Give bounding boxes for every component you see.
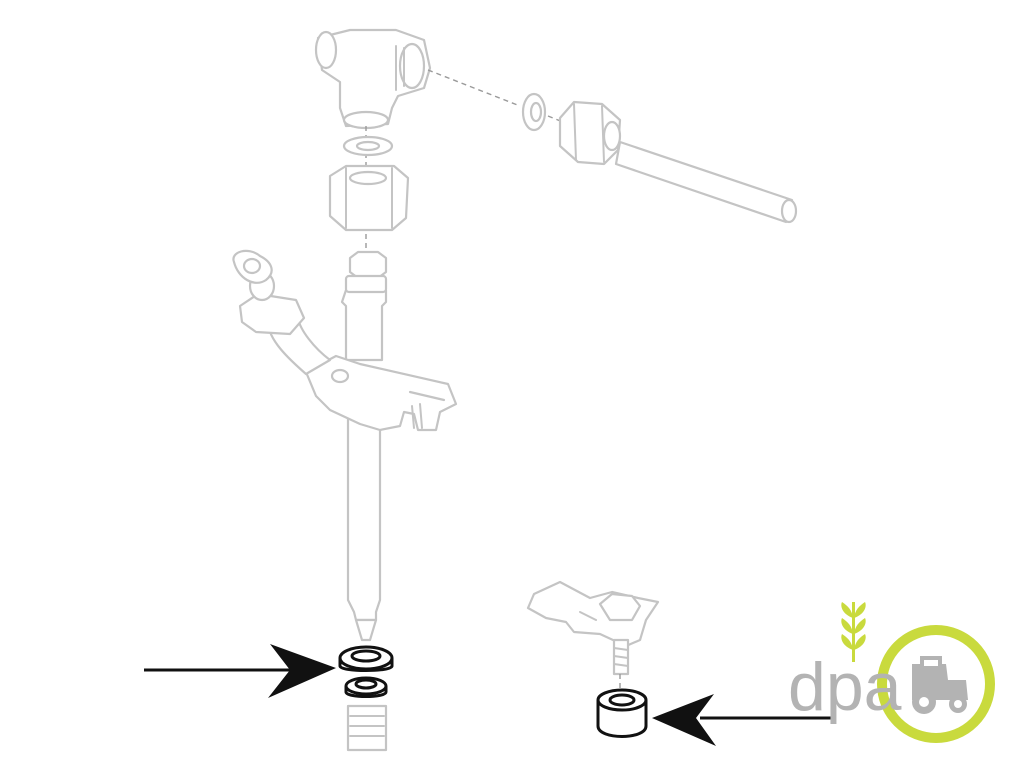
leader-line-tee-pipe xyxy=(427,69,521,107)
logo-wheel-ring xyxy=(877,625,995,743)
wheat-icon xyxy=(841,602,866,662)
leak-off-pipe xyxy=(232,249,332,376)
pipe-nut xyxy=(558,100,622,166)
small-hex-nut xyxy=(348,250,388,280)
sealing-washer-top xyxy=(342,135,394,157)
highlighted-sleeve xyxy=(596,688,648,738)
mounting-clamp xyxy=(526,580,660,648)
nozzle-seal-washer-upper xyxy=(338,645,394,672)
injector-body xyxy=(340,274,388,642)
logo-text: dpa xyxy=(788,649,902,725)
clamp-stud xyxy=(612,638,630,676)
nozzle-seal-washer-lower xyxy=(344,676,388,698)
dpa-logo: dpa xyxy=(788,602,995,743)
tee-fitting xyxy=(314,28,432,130)
fuel-pipe xyxy=(614,140,798,224)
arrow-left-icon xyxy=(652,694,836,746)
leader-line-washer-nut xyxy=(547,115,569,125)
union-nut xyxy=(328,164,410,232)
clamp-bracket xyxy=(304,354,458,432)
arrow-right-icon xyxy=(144,644,336,698)
threaded-sleeve xyxy=(346,704,388,752)
tractor-icon xyxy=(912,656,968,714)
pipe-washer xyxy=(521,92,547,132)
